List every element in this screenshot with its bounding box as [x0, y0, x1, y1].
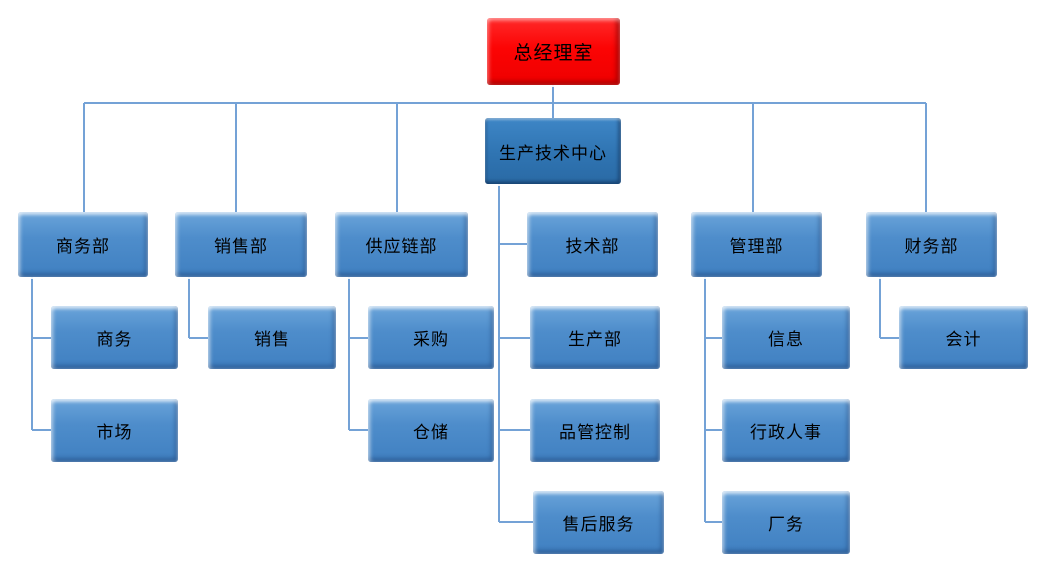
node-procurement[interactable]: 采购: [368, 306, 494, 369]
node-information[interactable]: 信息: [722, 306, 850, 369]
node-commerce-dept[interactable]: 商务部: [18, 212, 148, 277]
node-supply-chain-dept[interactable]: 供应链部: [335, 212, 468, 277]
node-sales-dept[interactable]: 销售部: [175, 212, 307, 277]
node-warehouse[interactable]: 仓储: [368, 399, 494, 462]
node-general-manager-office[interactable]: 总经理室: [487, 18, 620, 85]
node-hr-admin[interactable]: 行政人事: [722, 399, 850, 462]
node-production-dept[interactable]: 生产部: [530, 306, 660, 369]
node-market[interactable]: 市场: [51, 399, 178, 462]
node-factory-affairs[interactable]: 厂务: [722, 491, 850, 554]
node-admin-dept[interactable]: 管理部: [691, 212, 822, 277]
node-commerce[interactable]: 商务: [51, 306, 178, 369]
node-quality-control[interactable]: 品管控制: [530, 399, 660, 462]
node-sales[interactable]: 销售: [208, 306, 336, 369]
node-finance-dept[interactable]: 财务部: [866, 212, 997, 277]
node-production-tech-center[interactable]: 生产技术中心: [485, 118, 621, 184]
node-tech-dept[interactable]: 技术部: [527, 212, 658, 277]
node-accounting[interactable]: 会计: [899, 306, 1028, 369]
node-after-sales-service[interactable]: 售后服务: [533, 491, 664, 554]
